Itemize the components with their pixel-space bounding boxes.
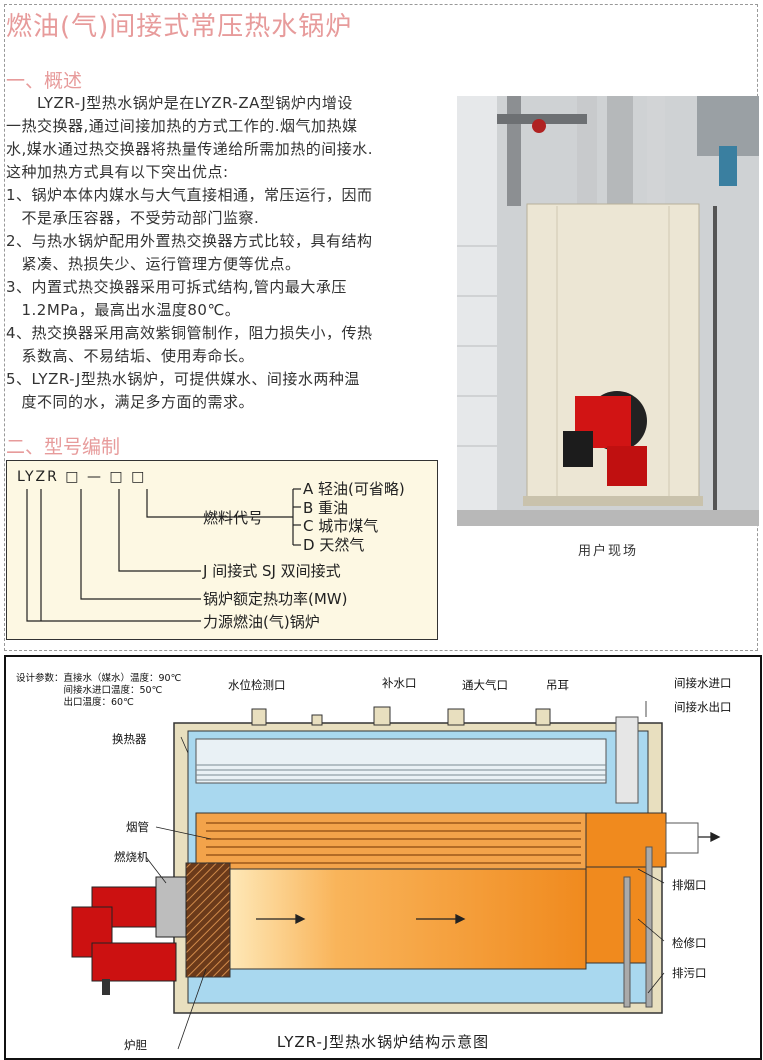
point-line: 5、LYZR-J型热水锅炉，可提供媒水、间接水两种温 [6,370,360,388]
fuel-option-b: B 重油 [303,499,349,517]
point-line: 度不同的水，满足多方面的需求。 [6,393,255,411]
point-line: 不是承压容器，不受劳动部门监察. [6,209,260,227]
point-line: 2、与热水锅炉配用外置热交换器方式比较，具有结构 [6,232,373,250]
section2-heading: 二、型号编制 [6,436,121,458]
point-line: 1、锅炉本体内媒水与大气直接相通，常压运行，因而 [6,186,373,204]
design-parameters: 设计参数：直接水（媒水）温度：90℃ 间接水进口温度：50℃ 出口温度：60℃ [16,673,181,709]
fuel-option-a: A 轻油(可省略) [303,480,405,498]
section1-heading: 一、概述 [6,70,83,92]
param-line: 出口温度：60℃ [16,697,134,708]
point-line: 紧凑、热损失少、运行管理方便等优点。 [6,255,301,273]
boiler-type-label: 力源燃油(气)锅炉 [203,613,320,631]
fuel-option-c: C 城市煤气 [303,517,379,535]
model-coding-lines [26,488,301,622]
label-water-level: 水位检测口 [228,678,286,692]
photo-caption: 用户现场 [577,544,638,559]
label-indirect-in: 间接水进口 [674,676,732,690]
label-exchanger: 换热器 [112,732,147,746]
label-lug: 吊耳 [546,678,569,692]
point-line: 系数高、不易结垢、使用寿命长。 [6,347,255,365]
model-coding-box: LYZR □ — □ □ 燃料代号 A 轻油(可省略) B 重油 C 城市煤气 … [6,460,438,640]
label-makeup: 补水口 [382,676,417,690]
point-line: 4、热交换器采用高效紫铜管制作，阻力损失小，传热 [6,324,373,342]
param-line: 间接水进口温度：50℃ [16,685,163,696]
label-smoke-tube: 烟管 [126,820,149,834]
intro-line: LYZR-J型热水锅炉是在LYZR-ZA型锅炉内增设 [6,94,353,112]
intro-text: LYZR-J型热水锅炉是在LYZR-ZA型锅炉内增设 一热交换器,通过间接加热的… [6,92,448,414]
intro-line: 这种加热方式具有以下突出优点: [6,163,229,181]
intro-line: 水,媒水通过热交换器将热量传递给所需加热的间接水. [6,140,374,158]
point-line: 3、内置式热交换器采用可拆式结构,管内最大承压 [6,278,347,296]
intro-line: 一热交换器,通过间接加热的方式工作的.烟气加热媒 [6,117,358,135]
label-drain: 排污口 [672,966,707,980]
power-label: 锅炉额定热功率(MW) [203,590,348,608]
label-burner: 燃烧机 [114,850,149,864]
fuel-option-d: D 天然气 [303,536,365,554]
boiler-photo-illustration [457,96,759,526]
label-vent: 通大气口 [462,678,508,692]
page-title: 燃油(气)间接式常压热水锅炉 [6,12,353,42]
point-line: 1.2MPa，最高出水温度80℃。 [6,301,241,319]
label-furnace: 炉胆 [124,1038,147,1052]
boiler-cross-section [71,701,721,1050]
diagram-caption: LYZR-J型热水锅炉结构示意图 [276,1033,490,1051]
param-line: 设计参数：直接水（媒水）温度：90℃ [16,673,182,684]
fuel-code-label: 燃料代号 [203,509,264,527]
label-flue: 排烟口 [672,878,707,892]
type-label: J 间接式 SJ 双间接式 [203,562,341,580]
label-inspect: 检修口 [672,936,707,950]
structure-diagram: 设计参数：直接水（媒水）温度：90℃ 间接水进口温度：50℃ 出口温度：60℃ … [4,655,762,1060]
label-indirect-out: 间接水出口 [674,700,732,714]
model-code: LYZR □ — □ □ [17,469,147,485]
site-photo [457,96,759,526]
